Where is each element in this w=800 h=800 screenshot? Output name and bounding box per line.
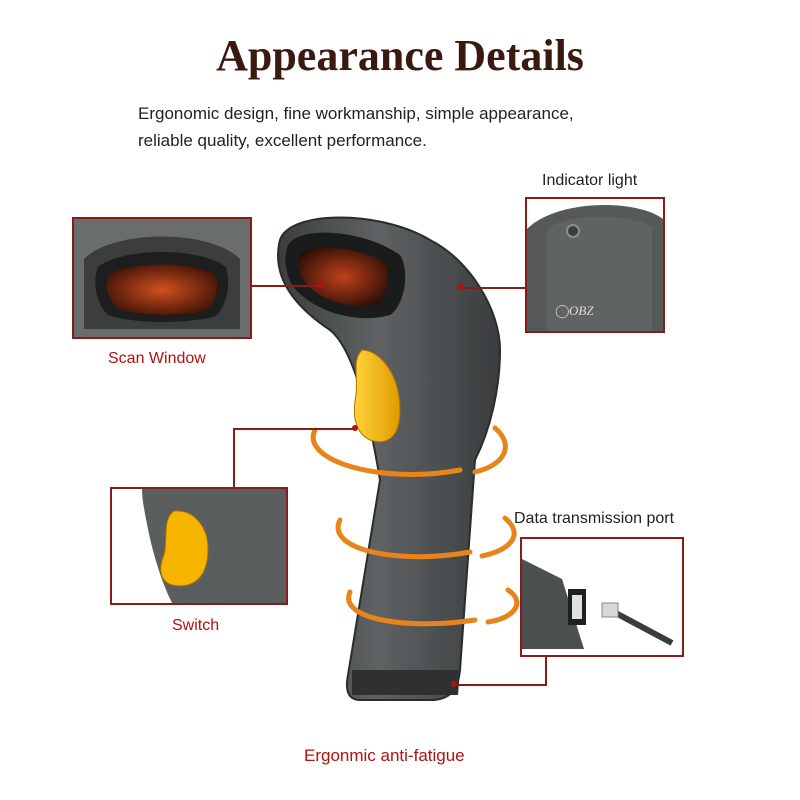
indicator-light-label: Indicator light [542,172,638,189]
indicator-light-leader [462,287,525,289]
switch-leader-v [233,428,235,488]
data-port-leader-v [545,657,547,685]
svg-text:◯: ◯ [555,303,570,319]
barcode-scanner-illustration [260,200,540,740]
anti-fatigue-label: Ergonmic anti-fatigue [304,746,465,765]
subtitle-line-1: Ergonomic design, fine workmanship, simp… [138,104,574,123]
subtitle-line-2: reliable quality, excellent performance. [138,131,427,150]
scan-window-marker [318,282,324,288]
indicator-light-callout: ◯ OBZ [525,197,665,333]
data-port-label: Data transmission port [514,510,675,527]
scan-window-leader [252,285,322,287]
data-port-callout [520,537,684,657]
switch-leader-h [233,428,355,430]
switch-label: Switch [172,617,220,634]
page-title: Appearance Details [216,31,584,80]
scan-window-label: Scan Window [108,350,206,367]
scan-window-callout [72,217,252,339]
data-port-leader-h [455,684,547,686]
brand-logo: OBZ [569,303,594,318]
switch-marker [352,425,358,431]
indicator-light-marker [457,284,463,290]
data-port-marker [451,681,457,687]
subtitle: Ergonomic design, fine workmanship, simp… [138,100,698,154]
switch-callout [110,487,288,605]
